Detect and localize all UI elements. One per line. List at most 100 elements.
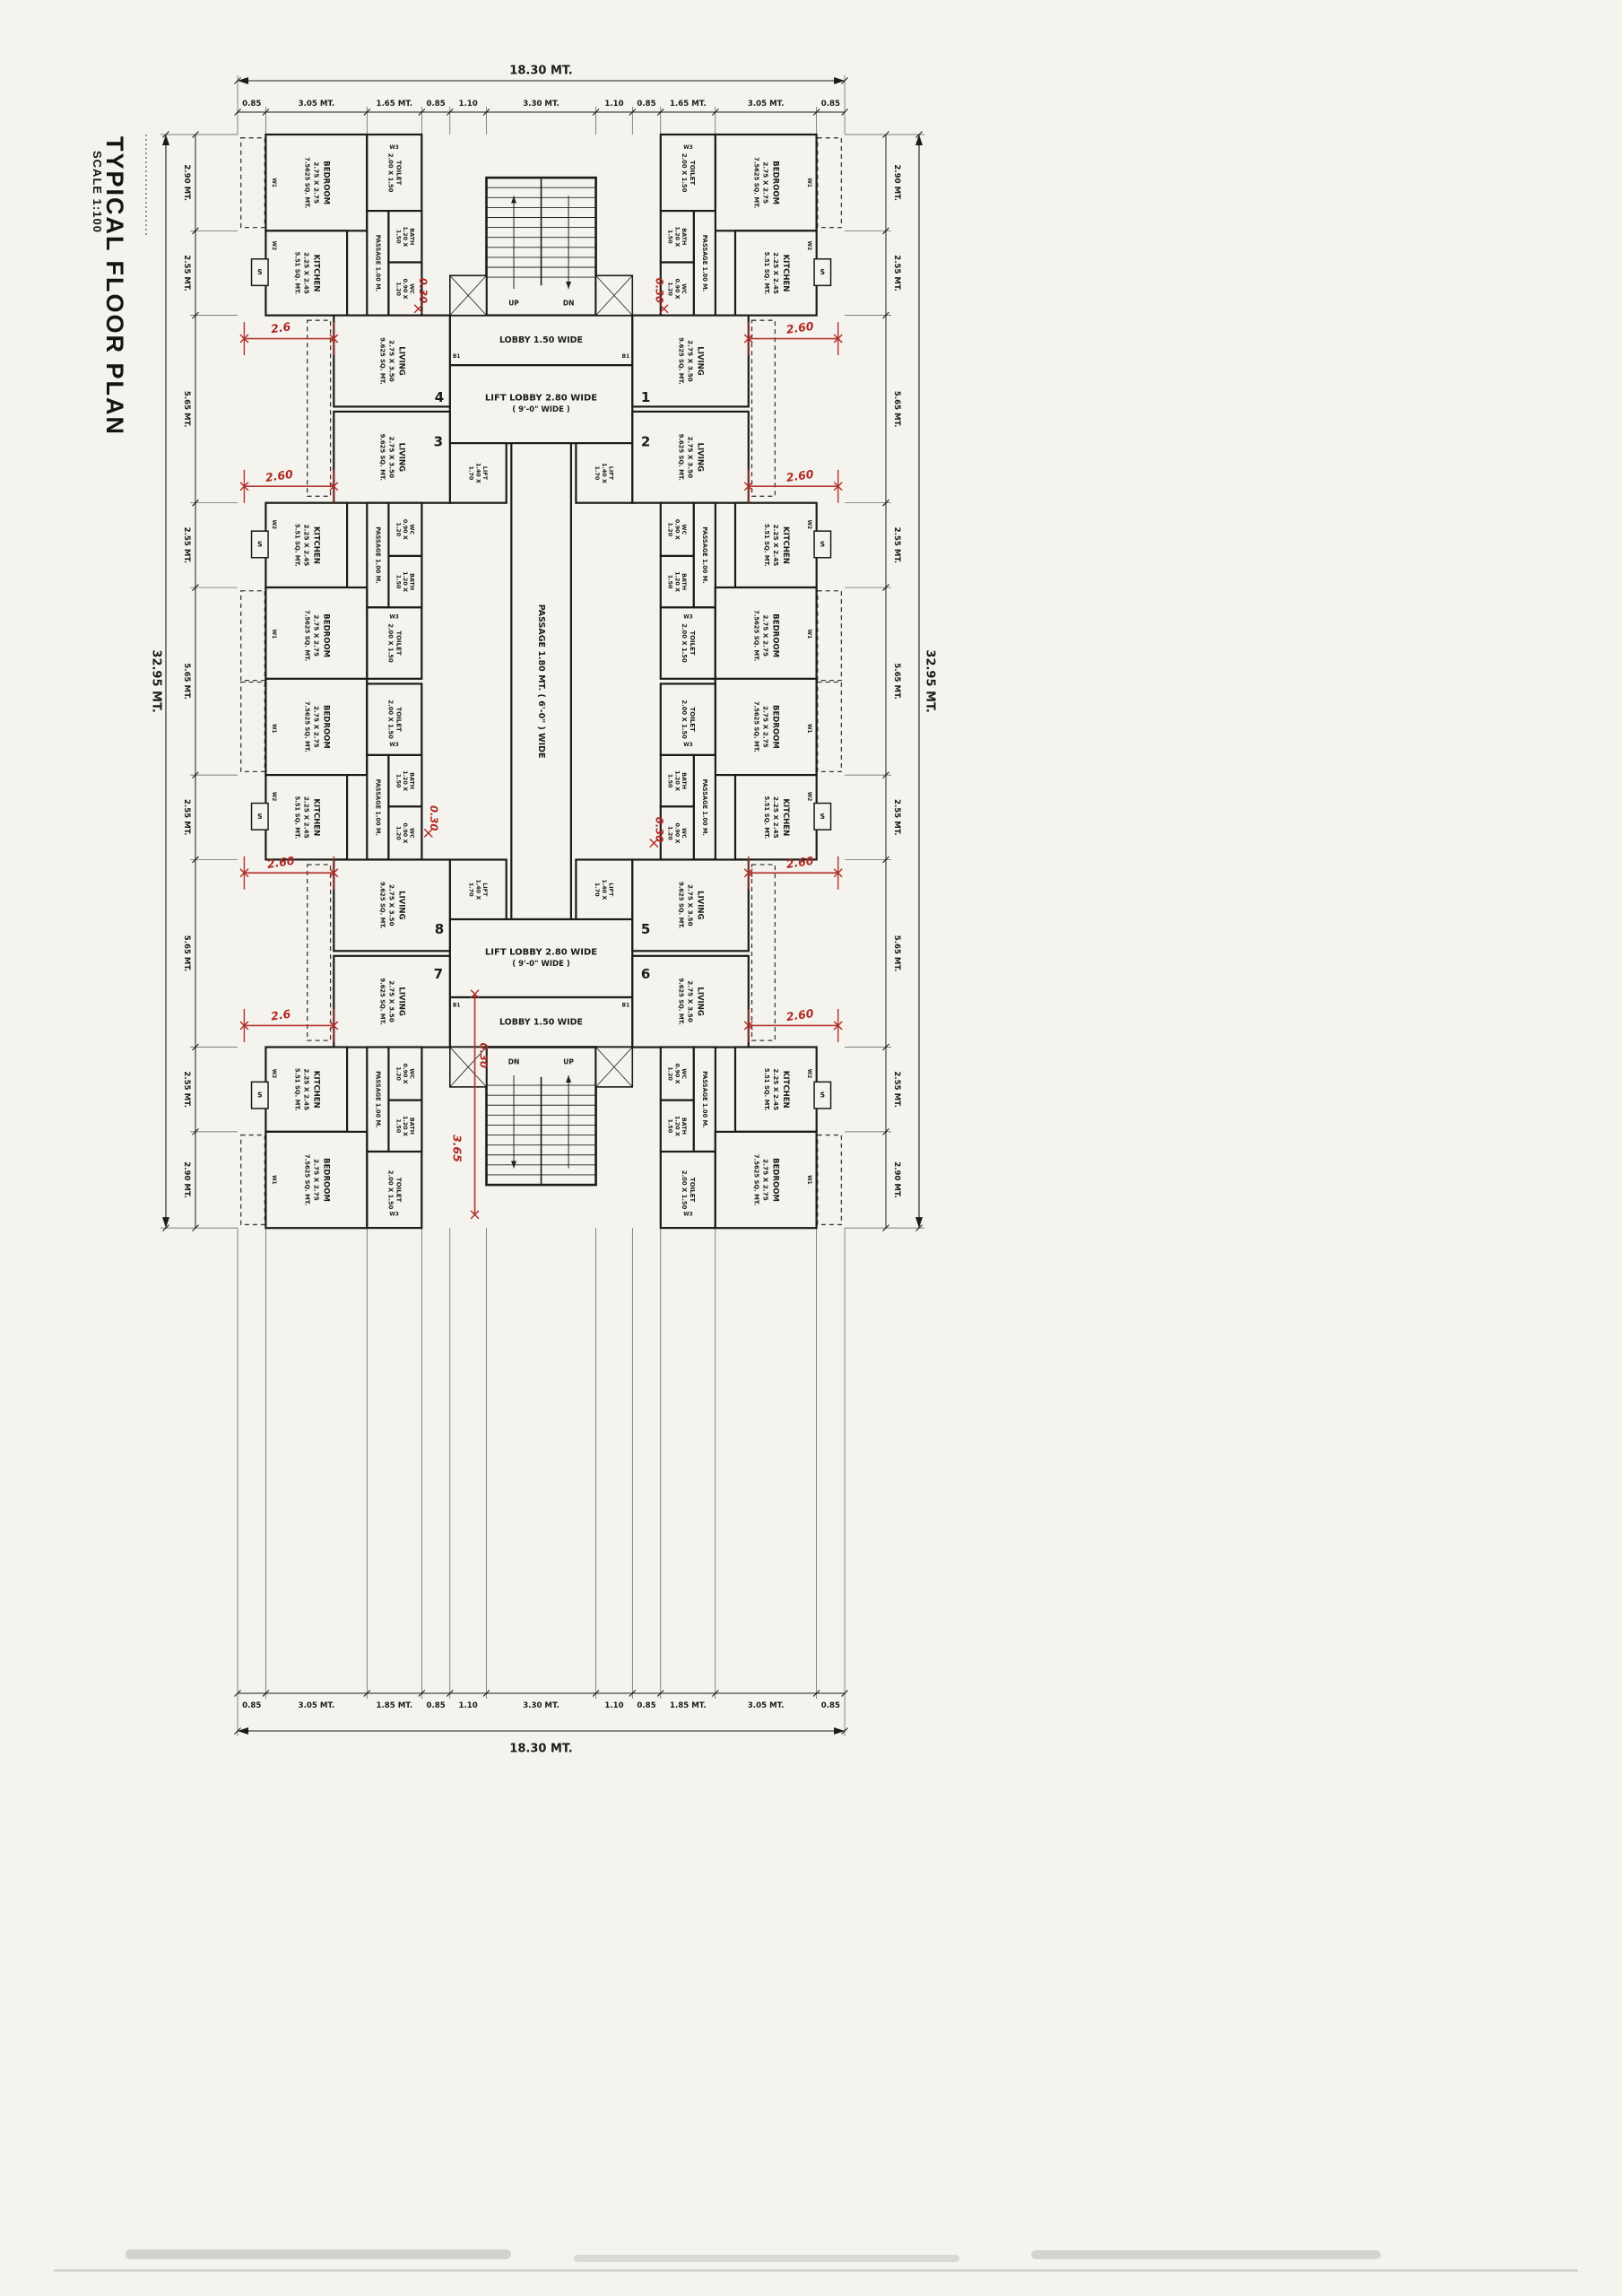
room-label: TOILET bbox=[395, 707, 402, 732]
room-u3-wc: WC0.90 X1.20 bbox=[387, 501, 423, 558]
room-label: PASSAGE 1.80 MT. ( 6'-0" ) WIDE bbox=[536, 604, 546, 759]
room-label: BATH bbox=[409, 772, 416, 789]
room-label: 5.51 SQ. MT. bbox=[293, 524, 300, 567]
room-label: KITCHEN bbox=[781, 798, 790, 836]
room-label: KITCHEN bbox=[781, 255, 790, 292]
overall-dim-left: 32.95 MT. bbox=[150, 649, 163, 712]
room-u2-wc: WC0.90 X1.20 bbox=[659, 501, 695, 558]
dim-label: 0.85 bbox=[637, 100, 655, 109]
tag-B1: B1 bbox=[622, 1003, 629, 1008]
dim-label: 1.85 MT. bbox=[670, 1701, 707, 1710]
room-label: KITCHEN bbox=[311, 798, 320, 836]
room-label: LIVING bbox=[696, 891, 705, 919]
room-label: 5.51 SQ. MT. bbox=[763, 524, 770, 567]
dim-label: 1.65 MT. bbox=[670, 100, 707, 109]
room-central-passage: PASSAGE 1.80 MT. ( 6'-0" ) WIDE bbox=[510, 442, 572, 921]
tag-W2: W2 bbox=[806, 1069, 811, 1078]
room-label: 1.20 bbox=[395, 282, 402, 296]
dim-label: 2.90 MT. bbox=[182, 164, 191, 201]
room-label: 1.20 bbox=[667, 1066, 674, 1081]
dim-label: 2.55 MT. bbox=[182, 255, 191, 291]
room-label: PASSAGE 1.00 M. bbox=[701, 526, 708, 583]
room-label: TOILET bbox=[395, 1178, 402, 1203]
tag-W2: W2 bbox=[271, 241, 276, 250]
red-dim: 2.60 bbox=[785, 854, 815, 871]
dim-label: 1.85 MT. bbox=[377, 1701, 413, 1710]
room-label: LIFT bbox=[481, 883, 489, 897]
room-label: LIVING bbox=[696, 443, 705, 472]
red-dim: 2.60 bbox=[785, 467, 815, 484]
red-dim: 2.6 bbox=[270, 1007, 291, 1023]
room-label: 2.75 X 2.75 bbox=[312, 1159, 320, 1201]
room-label: BATH bbox=[681, 573, 688, 590]
room-label: LOBBY 1.50 WIDE bbox=[499, 1017, 583, 1027]
dim-label: 2.55 MT. bbox=[892, 527, 901, 564]
tag-W3: W3 bbox=[389, 145, 398, 151]
sink-label: S bbox=[820, 268, 825, 276]
room-u6-passage: PASSAGE 1.00 M. bbox=[692, 1046, 716, 1153]
room-label: 2.00 X 1.50 bbox=[681, 623, 688, 663]
room-label: 9.625 SQ. MT. bbox=[379, 882, 386, 928]
red-dim: 0.30 bbox=[654, 817, 666, 842]
room-label: 1.70 bbox=[468, 466, 475, 481]
dim-label: 2.55 MT. bbox=[182, 1071, 191, 1108]
room-u5-wc: WC0.90 X1.20 bbox=[659, 805, 695, 861]
unit-number-2: 2 bbox=[641, 433, 650, 449]
room-label: PASSAGE 1.00 M. bbox=[701, 1071, 708, 1127]
staircase-top: UP DN bbox=[486, 178, 596, 308]
dim-label: 2.55 MT. bbox=[892, 799, 901, 836]
room-label: 2.75 X 3.50 bbox=[687, 884, 695, 926]
tag-W2: W2 bbox=[806, 792, 811, 801]
sink-label: S bbox=[257, 541, 262, 549]
unit-number-6: 6 bbox=[641, 966, 650, 982]
dim-label: 3.30 MT. bbox=[523, 100, 559, 109]
stair-up-label: UP bbox=[508, 300, 519, 308]
sink-label: S bbox=[820, 813, 825, 821]
room-label: BATH bbox=[681, 772, 688, 789]
room-label: 1.20 bbox=[667, 826, 674, 840]
room-label: 2.25 X 2.45 bbox=[772, 796, 780, 839]
room-label: LIVING bbox=[397, 443, 406, 472]
room-label: BEDROOM bbox=[321, 161, 330, 204]
tag-W3: W3 bbox=[683, 1212, 692, 1217]
room-label: BATH bbox=[681, 1118, 688, 1135]
room-label: LIFT bbox=[607, 466, 614, 481]
stair-dn-label: DN bbox=[563, 300, 575, 308]
room-label: 2.75 X 2.75 bbox=[312, 706, 320, 748]
room-label: 7.5625 SQ. MT. bbox=[303, 610, 310, 661]
sink-label: S bbox=[257, 813, 262, 821]
unit-number-4: 4 bbox=[435, 389, 444, 405]
tag-W2: W2 bbox=[806, 520, 811, 529]
dim-label: 2.55 MT. bbox=[892, 255, 901, 291]
room-label: 9.625 SQ. MT. bbox=[379, 978, 386, 1024]
room-label: BEDROOM bbox=[321, 613, 330, 657]
room-label: PASSAGE 1.00 M. bbox=[374, 526, 381, 583]
room-label: 2.00 X 1.50 bbox=[386, 153, 394, 193]
room-label: 1.20 X bbox=[402, 571, 409, 592]
tag-W1: W1 bbox=[271, 178, 276, 187]
unit-number-8: 8 bbox=[435, 921, 444, 937]
room-label: 1.50 bbox=[395, 575, 402, 589]
room-label: TOILET bbox=[689, 161, 696, 186]
red-dim: 0.30 bbox=[428, 805, 440, 831]
dim-label: 0.85 bbox=[426, 100, 445, 109]
duct-shafts bbox=[448, 274, 634, 1088]
room-u6-wc: WC0.90 X1.20 bbox=[659, 1046, 695, 1101]
tag-B1: B1 bbox=[622, 354, 629, 360]
dim-label: 3.05 MT. bbox=[748, 1701, 785, 1710]
room-label: 1.20 X bbox=[673, 571, 681, 592]
